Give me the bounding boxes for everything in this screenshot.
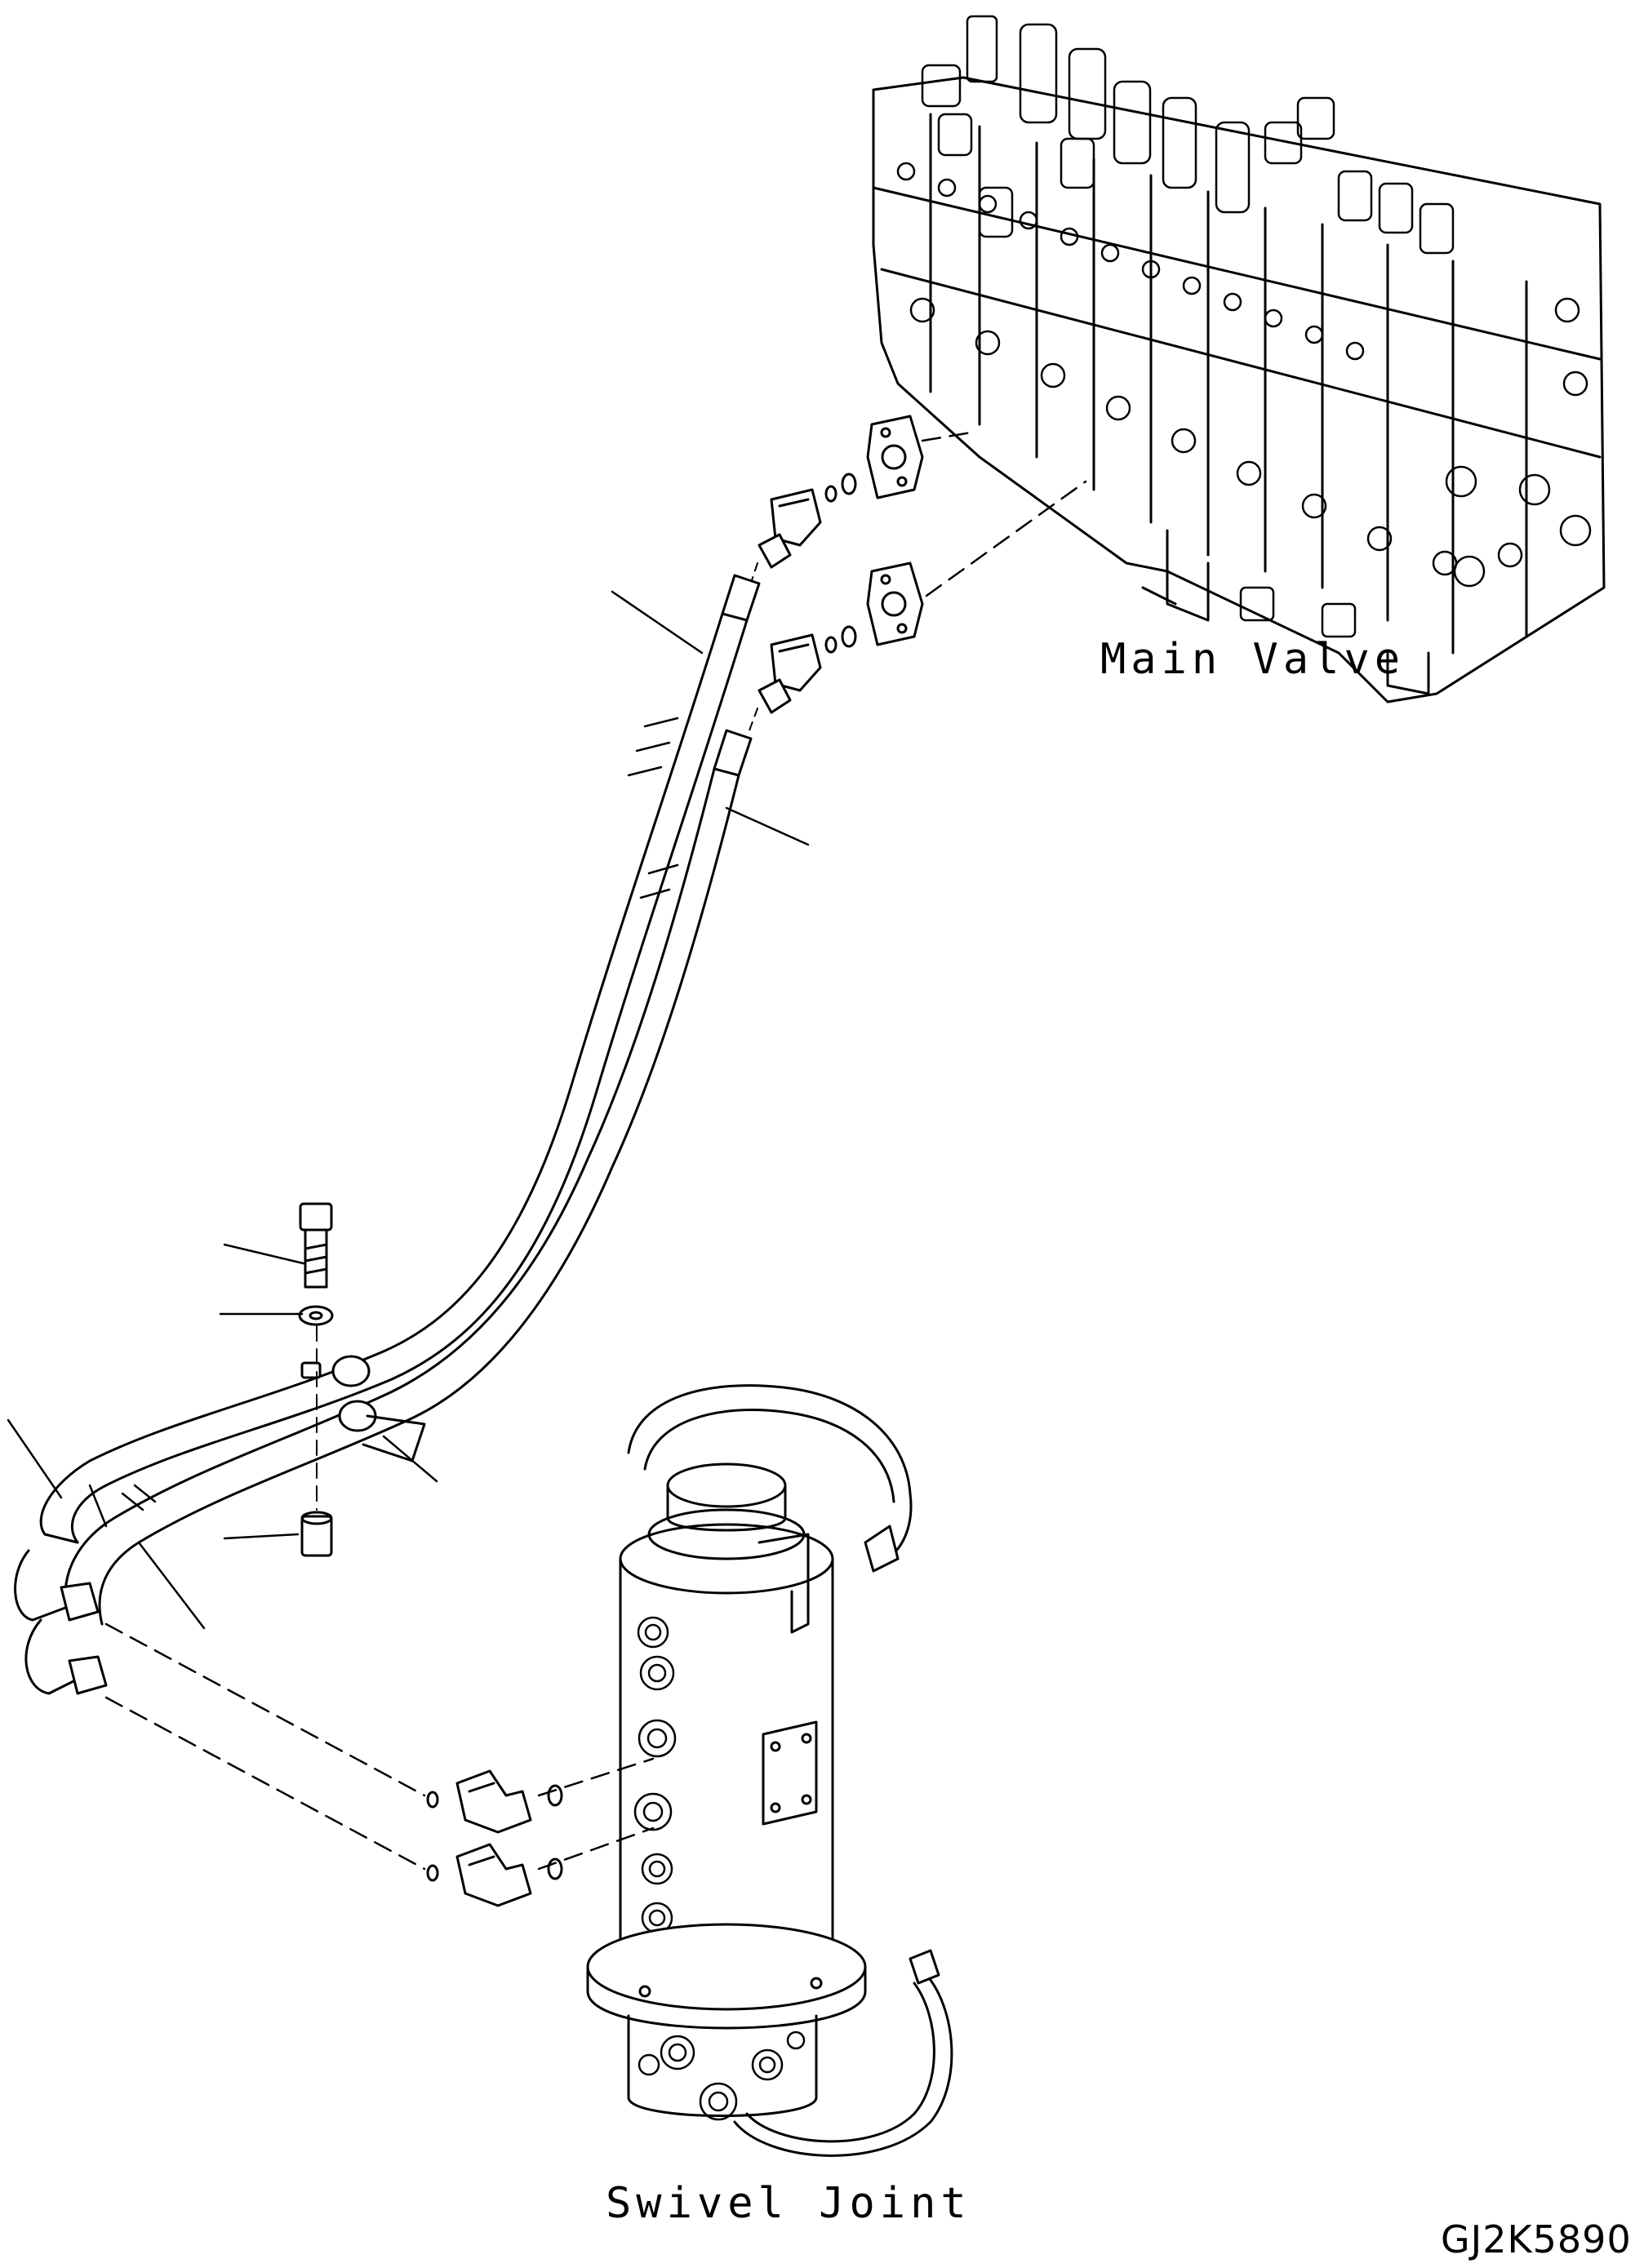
main-valve[interactable] (872, 15, 1606, 703)
flange-lower[interactable] (866, 561, 924, 646)
o-ring[interactable] (824, 473, 857, 654)
flange-upper[interactable] (866, 415, 924, 499)
swivel-joint[interactable] (586, 1384, 953, 2157)
elbow-valve-upper[interactable] (758, 488, 822, 569)
main-valve-label: Main Valve (1100, 635, 1406, 684)
o-ring-swivel[interactable] (426, 1784, 563, 1882)
drawing-code: GJ2K5890 (1441, 2217, 1632, 2261)
hose-end-upper[interactable] (14, 1533, 100, 1622)
elbow-swivel-lower[interactable] (455, 1843, 532, 1907)
elbow-swivel-upper[interactable] (455, 1769, 532, 1834)
hose-markings (88, 717, 679, 1528)
swivel-joint-label: Swivel Joint (606, 2179, 971, 2228)
valve-port-lines (921, 431, 1087, 597)
swivel-port-lines (104, 1622, 655, 1871)
hose-clamp[interactable] (300, 1355, 426, 1462)
hose-lower[interactable] (64, 729, 753, 1626)
hose-upper[interactable] (39, 574, 761, 1544)
hose-end-lower[interactable] (24, 1618, 108, 1695)
clamp-spacer[interactable] (300, 1511, 333, 1557)
leader-lines (7, 590, 810, 1630)
clamp-washer[interactable] (298, 1305, 334, 1326)
elbow-valve-lower[interactable] (758, 633, 822, 714)
clamp-bolt[interactable] (299, 1202, 333, 1289)
